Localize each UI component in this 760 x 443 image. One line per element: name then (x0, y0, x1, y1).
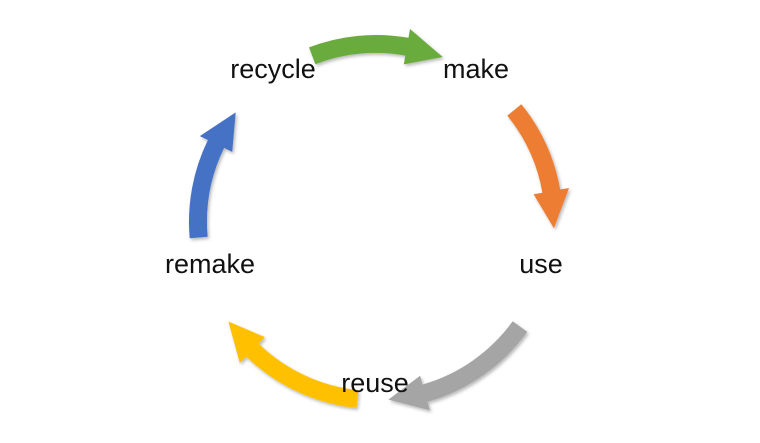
stage-label-reuse: reuse (341, 368, 409, 398)
arrow-remake-to-recycle (188, 112, 236, 239)
arrow-use-to-reuse (388, 321, 528, 411)
stage-label-recycle: recycle (230, 54, 316, 84)
arrow-make-to-use (507, 104, 569, 229)
cycle-arrows (188, 29, 569, 411)
stage-label-remake: remake (165, 249, 255, 279)
arrow-recycle-to-make (309, 29, 443, 65)
cycle-labels: make use reuse remake recycle (165, 54, 563, 398)
stage-label-use: use (519, 249, 563, 279)
arrow-reuse-to-remake (228, 321, 359, 408)
stage-label-make: make (443, 54, 509, 84)
